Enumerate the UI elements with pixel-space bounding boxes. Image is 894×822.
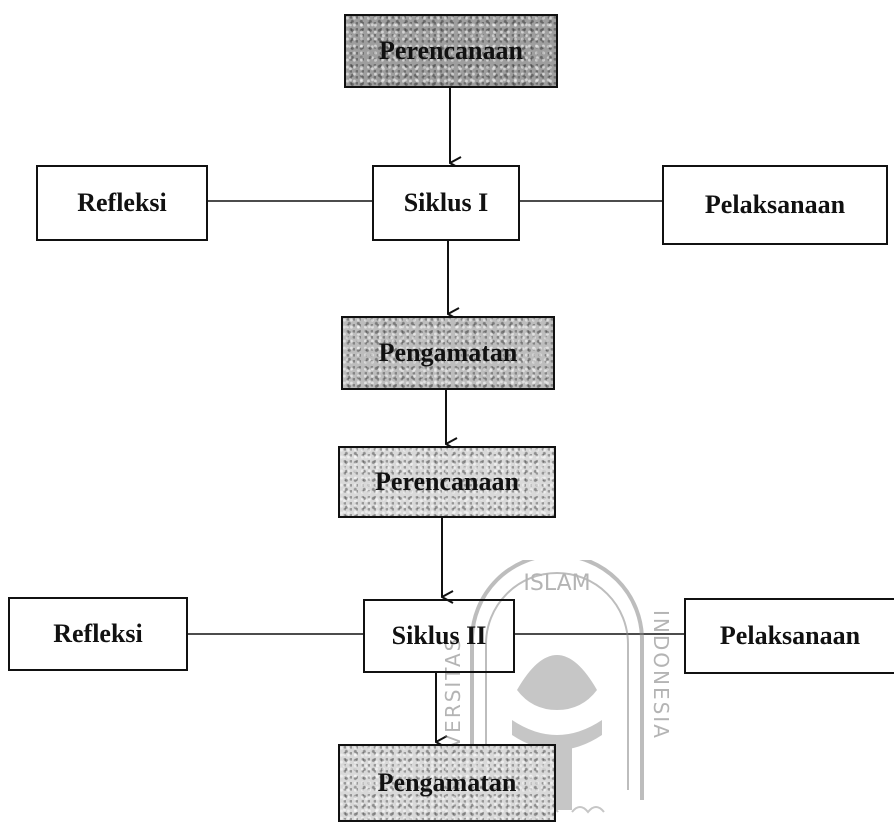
refleksi-label-2: Refleksi	[53, 619, 143, 648]
pelaksanaan-box-2: Pelaksanaan	[684, 598, 894, 674]
watermark-right-text: INDONESIA	[649, 610, 672, 740]
siklus-box-1: Siklus I	[372, 165, 520, 241]
siklus-label-1: Siklus I	[403, 188, 489, 217]
pengamatan-label-2: Pengamatan	[377, 768, 517, 797]
pelaksanaan-label-2: Pelaksanaan	[719, 621, 861, 650]
perencanaan-label-1: Perencanaan	[379, 36, 523, 65]
watermark-top-text: ISLAM	[523, 571, 590, 596]
pengamatan-box-1: Pengamatan	[341, 316, 555, 390]
siklus-box-2: Siklus II	[363, 599, 515, 673]
pelaksanaan-label-1: Pelaksanaan	[704, 190, 846, 219]
refleksi-box-1: Refleksi	[36, 165, 208, 241]
refleksi-box-2: Refleksi	[8, 597, 188, 671]
siklus-label-2: Siklus II	[391, 621, 487, 650]
refleksi-label-1: Refleksi	[77, 188, 167, 217]
pengamatan-label-1: Pengamatan	[378, 338, 518, 367]
perencanaan-box-1: Perencanaan	[344, 14, 558, 88]
pelaksanaan-box-1: Pelaksanaan	[662, 165, 888, 245]
perencanaan-box-2: Perencanaan	[338, 446, 556, 518]
university-seal-watermark: ISLAM UNIVERSITAS INDONESIA	[442, 560, 672, 814]
perencanaan-label-2: Perencanaan	[375, 467, 519, 496]
pengamatan-box-2: Pengamatan	[338, 744, 556, 822]
